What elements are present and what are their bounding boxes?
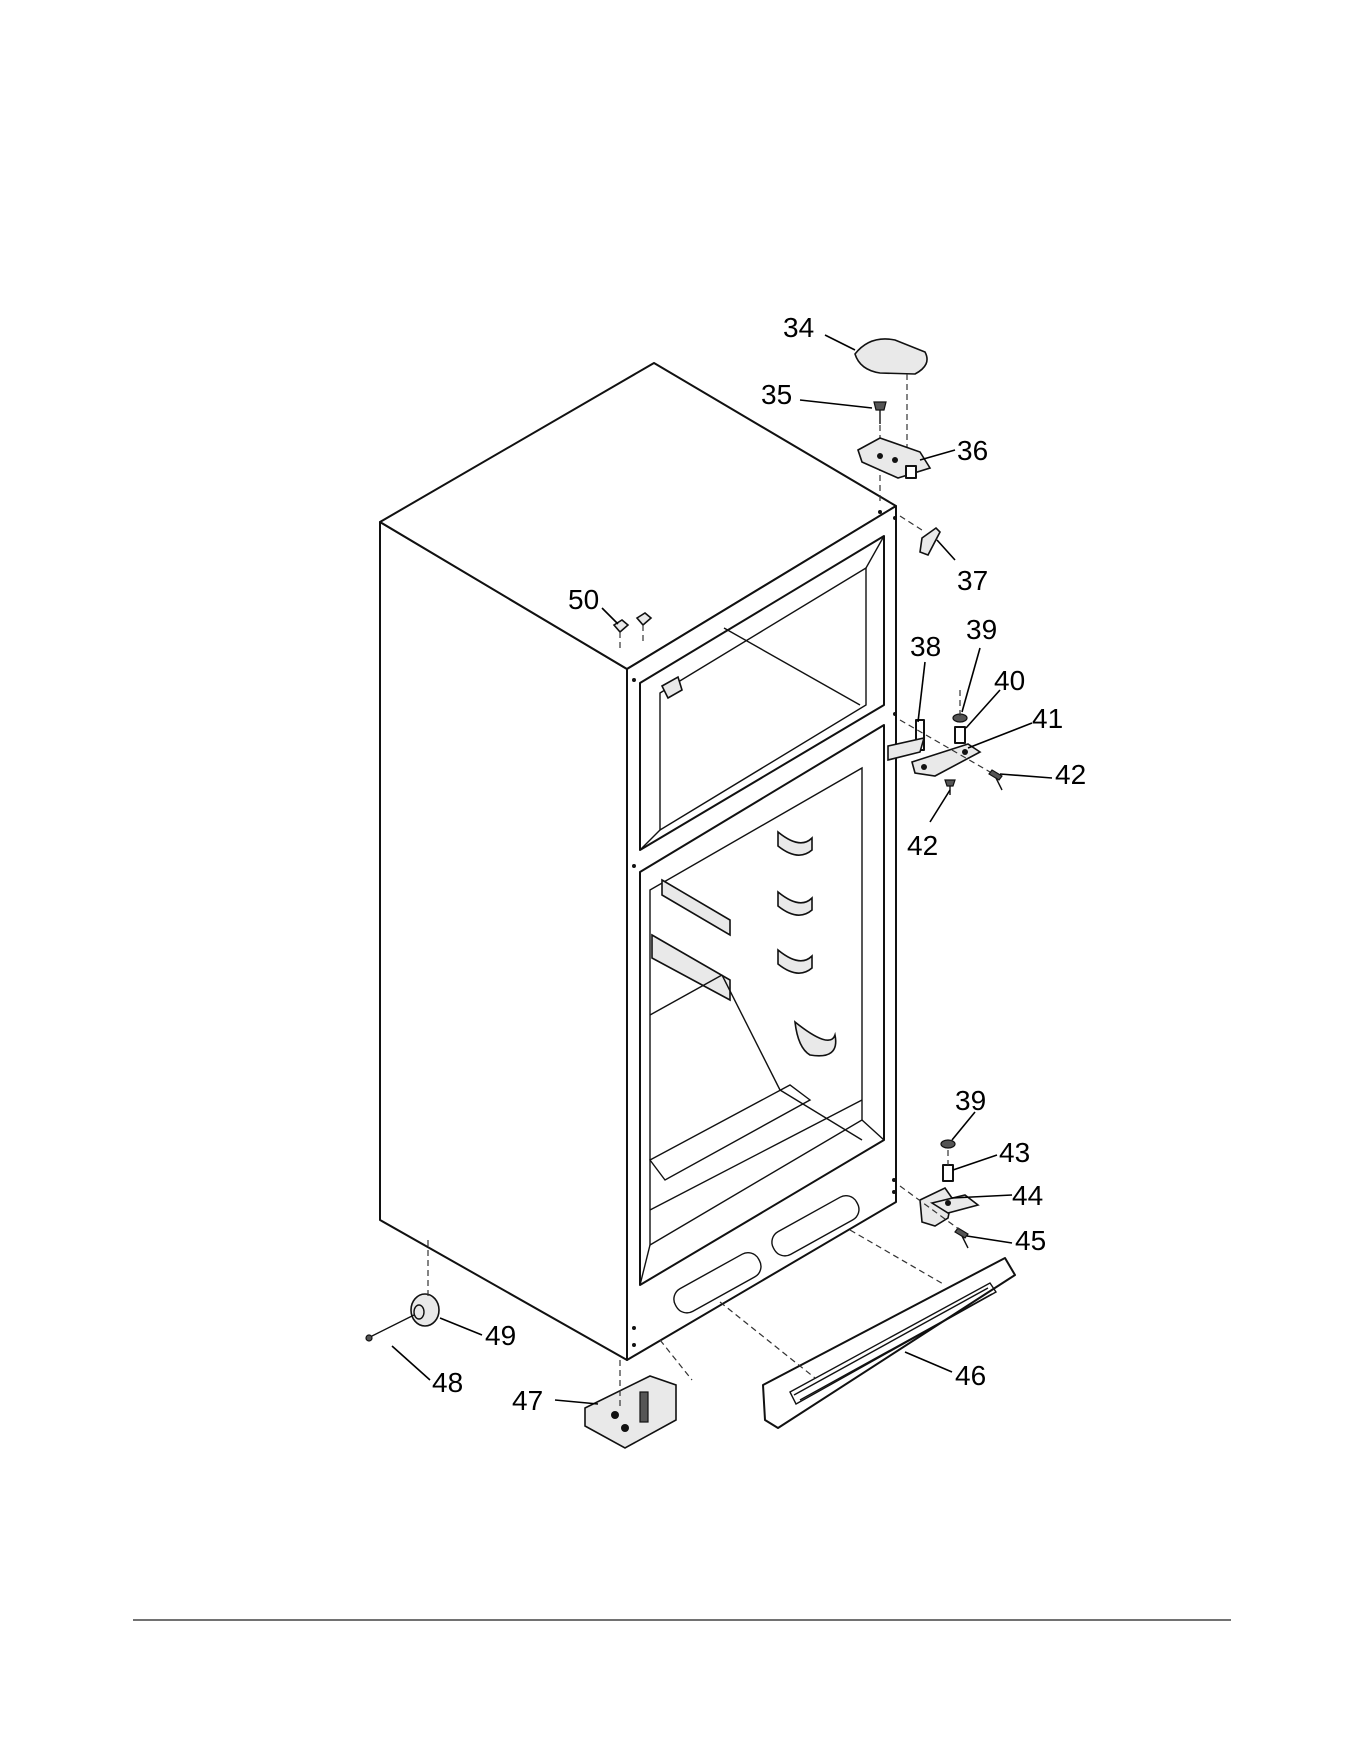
part-label-47: 47	[512, 1385, 543, 1416]
part-label-46: 46	[955, 1360, 986, 1391]
roller-assembly	[585, 1376, 676, 1448]
part-label-35: 35	[761, 379, 792, 410]
part-label-39-lower: 39	[955, 1085, 986, 1116]
part-label-44: 44	[1012, 1180, 1043, 1211]
top-hinge-cover	[855, 339, 927, 374]
part-label-37: 37	[957, 565, 988, 596]
top-hinge	[858, 438, 930, 478]
refrigerator-cabinet	[380, 363, 897, 1360]
part-label-43: 43	[999, 1137, 1030, 1168]
part-label-42-right: 42	[1055, 759, 1086, 790]
part-label-36: 36	[957, 435, 988, 466]
part-label-40: 40	[994, 665, 1025, 696]
part-label-38: 38	[910, 631, 941, 662]
part-label-42-lower: 42	[907, 830, 938, 861]
part-label-41: 41	[1032, 703, 1063, 734]
toe-grille	[763, 1258, 1015, 1428]
bottom-hinge-group	[920, 1140, 978, 1248]
hinge-screw	[874, 402, 886, 424]
roller-axle-pin	[366, 1315, 414, 1341]
part-label-34: 34	[783, 312, 814, 343]
roller-wheel	[411, 1294, 439, 1326]
center-hinge-group	[888, 714, 1002, 795]
part-label-49: 49	[485, 1320, 516, 1351]
part-label-45: 45	[1015, 1225, 1046, 1256]
part-label-50: 50	[568, 584, 599, 615]
part-label-39-upper: 39	[966, 614, 997, 645]
hinge-shim	[920, 528, 940, 555]
part-label-48: 48	[432, 1367, 463, 1398]
